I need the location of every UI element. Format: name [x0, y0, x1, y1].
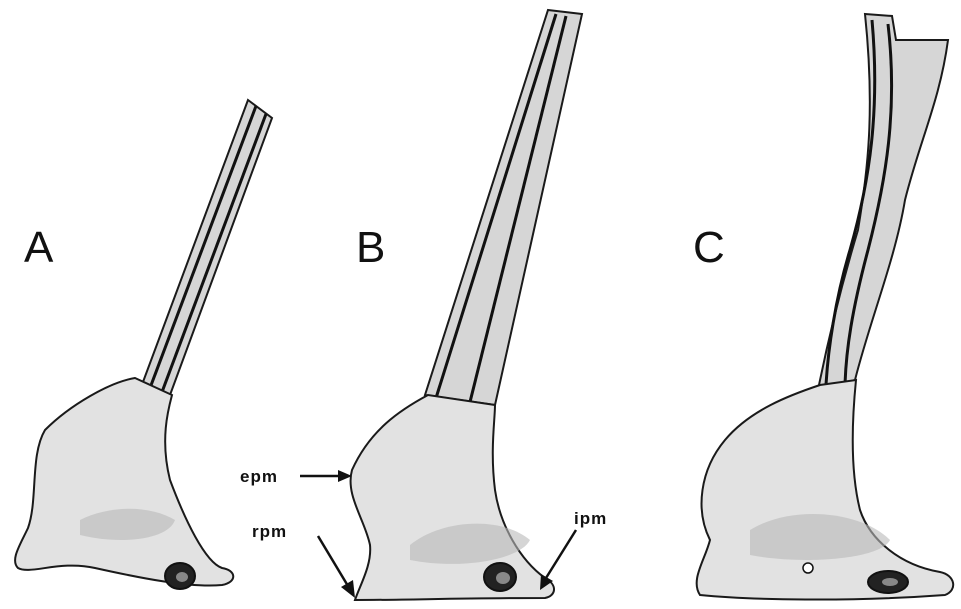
small-foramen-c [803, 563, 813, 573]
arrowhead-rpm [341, 580, 355, 598]
label-ipm: ipm [574, 509, 607, 528]
base-c [697, 380, 954, 600]
annotation-ipm: ipm [540, 509, 607, 590]
shaft-c [818, 14, 948, 390]
bone-b [351, 10, 582, 600]
panel-label-b: B [356, 223, 385, 272]
arrow-rpm [318, 536, 348, 586]
annotation-rpm: rpm [252, 522, 355, 598]
panel-c: C [693, 14, 953, 600]
groove-a [150, 106, 256, 388]
bone-c [697, 14, 954, 600]
label-epm: epm [240, 467, 278, 486]
panel-b: B epm rpm ipm [240, 10, 607, 600]
panel-label-c: C [693, 223, 725, 272]
arrow-ipm [546, 530, 576, 578]
panel-a: A [15, 100, 272, 589]
shaft-a [140, 100, 272, 395]
foramen-b-inner [496, 572, 510, 584]
bone-a [15, 100, 272, 589]
groove-a-2 [162, 114, 266, 392]
foramen-a-inner [176, 572, 188, 582]
base-b [351, 395, 554, 600]
shaft-b [425, 10, 582, 405]
panel-label-a: A [24, 223, 54, 272]
base-a [15, 378, 233, 586]
foramen-c-inner [882, 578, 898, 586]
annotation-epm: epm [240, 467, 352, 486]
label-rpm: rpm [252, 522, 287, 541]
